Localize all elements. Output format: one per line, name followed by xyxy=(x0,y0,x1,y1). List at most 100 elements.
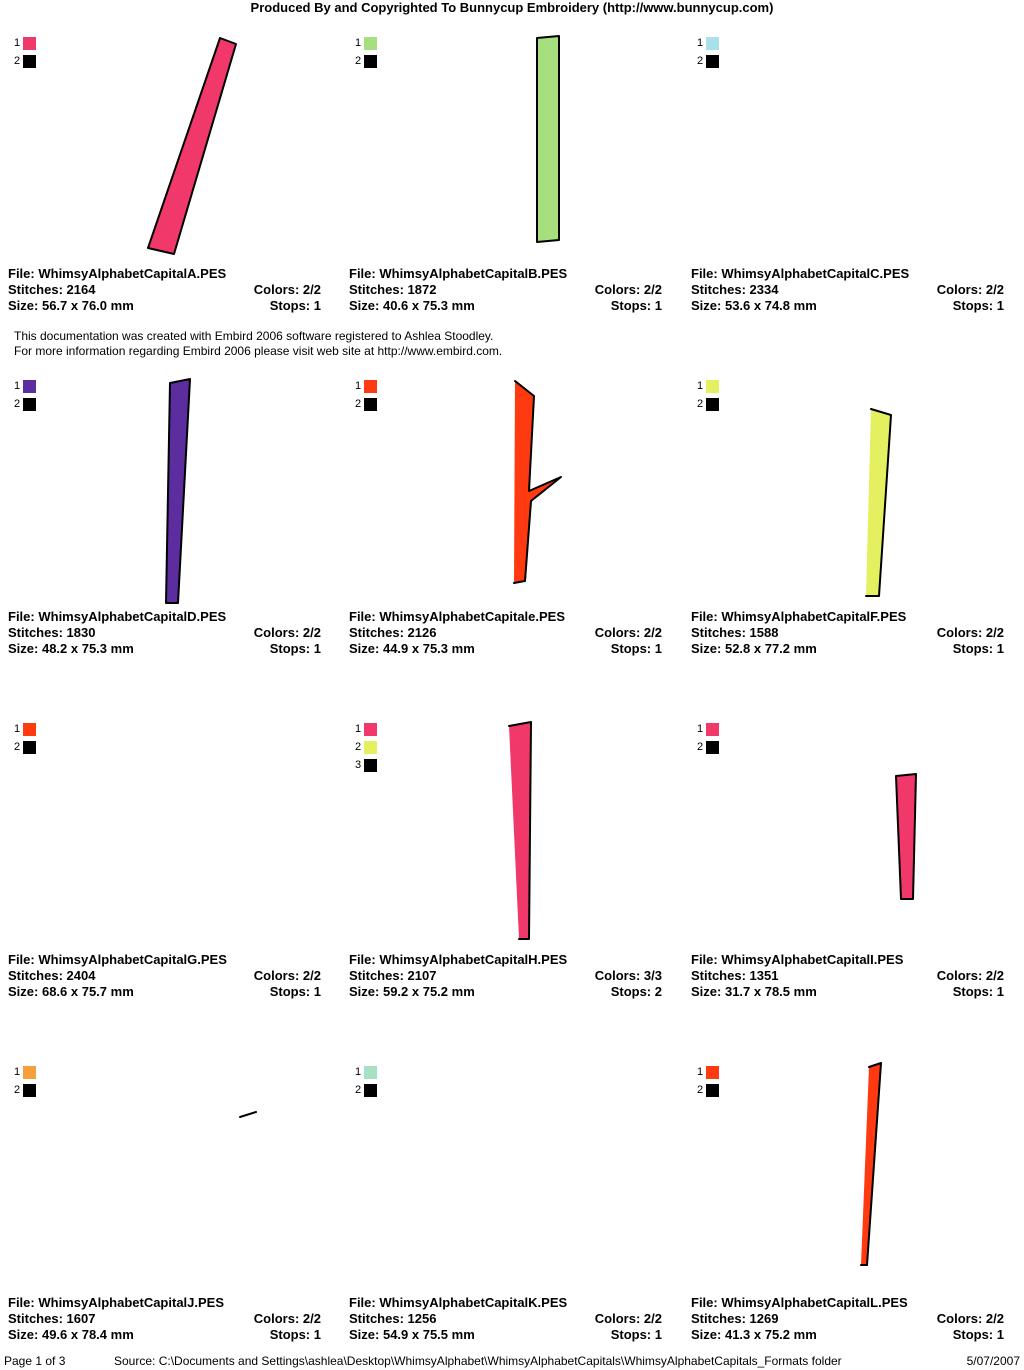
design-info: File: WhimsyAlphabetCapitalI.PES Stitche… xyxy=(691,952,1004,1000)
swatch-number: 2 xyxy=(697,398,704,410)
size-row: Size: 49.6 x 78.4 mm Stops: 1 xyxy=(8,1327,321,1343)
design-info: File: WhimsyAlphabetCapitalG.PES Stitche… xyxy=(8,952,321,1000)
stops-value: 1 xyxy=(313,1327,321,1342)
swatch-color-box xyxy=(23,1065,36,1079)
swatch-color-box xyxy=(23,397,36,411)
stitches-row: Stitches: 2164 Colors: 2/2 xyxy=(8,282,321,298)
stitch-count: Stitches: 2334 xyxy=(691,282,778,298)
stitches-row: Stitches: 2107 Colors: 3/3 xyxy=(349,968,662,984)
design-size: Size: 59.2 x 75.2 mm xyxy=(349,984,475,1000)
stitches-row: Stitches: 1588 Colors: 2/2 xyxy=(691,625,1004,641)
swatch-color-box xyxy=(364,758,377,772)
stitches-row: Stitches: 1351 Colors: 2/2 xyxy=(691,968,1004,984)
design-info: File: WhimsyAlphabetCapitalF.PES Stitche… xyxy=(691,609,1004,657)
file-name: File: WhimsyAlphabetCapitalK.PES xyxy=(349,1295,567,1311)
stops-label: Stops: xyxy=(952,984,994,999)
stops-value: 1 xyxy=(654,641,662,656)
file-row: File: WhimsyAlphabetCapitalK.PES xyxy=(349,1295,662,1311)
colors-value: 2/2 xyxy=(643,625,662,640)
stop-count: Stops: 1 xyxy=(611,1327,662,1343)
stitch-count: Stitches: 1830 xyxy=(8,625,95,641)
embroidery-letter-i xyxy=(895,773,917,900)
stops-value: 1 xyxy=(996,298,1004,313)
size-label: Size: xyxy=(8,984,39,999)
design-size: Size: 53.6 x 74.8 mm xyxy=(691,298,817,314)
colors-label: Colors: xyxy=(594,1311,641,1326)
stitches-value: 2334 xyxy=(749,282,779,297)
stitches-label: Stitches: xyxy=(691,1311,746,1326)
color-swatch: 1 xyxy=(14,377,36,395)
embroidery-letter-f xyxy=(865,408,892,597)
stops-label: Stops: xyxy=(610,298,652,313)
colors-label: Colors: xyxy=(253,968,300,983)
stops-label: Stops: xyxy=(269,984,311,999)
color-swatch: 1 xyxy=(355,1063,377,1081)
file-row: File: WhimsyAlphabetCapitalC.PES xyxy=(691,266,1004,282)
swatch-number: 2 xyxy=(697,55,704,67)
stitches-label: Stitches: xyxy=(349,282,404,297)
file-name: File: WhimsyAlphabetCapitalC.PES xyxy=(691,266,909,282)
swatch-color-box xyxy=(706,36,719,50)
size-label: Size: xyxy=(691,1327,722,1342)
design-size: Size: 40.6 x 75.3 mm xyxy=(349,298,475,314)
size-row: Size: 31.7 x 78.5 mm Stops: 1 xyxy=(691,984,1004,1000)
stitches-row: Stitches: 1269 Colors: 2/2 xyxy=(691,1311,1004,1327)
color-swatch: 1 xyxy=(355,377,377,395)
swatch-number: 1 xyxy=(14,1066,21,1078)
embroidery-letter-g xyxy=(8,714,328,954)
color-swatch: 1 xyxy=(355,720,377,738)
stitches-row: Stitches: 2404 Colors: 2/2 xyxy=(8,968,321,984)
stops-label: Stops: xyxy=(269,298,311,313)
size-value: 59.2 x 75.2 mm xyxy=(382,984,475,999)
embroidery-letter-h xyxy=(508,721,532,940)
file-label: File: xyxy=(349,609,376,624)
stops-value: 1 xyxy=(313,984,321,999)
colors-value: 2/2 xyxy=(985,1311,1004,1326)
notice-line-1: This documentation was created with Embi… xyxy=(14,329,494,343)
swatch-color-box xyxy=(23,36,36,50)
file-row: File: WhimsyAlphabetCapitalB.PES xyxy=(349,266,662,282)
stitches-value: 1269 xyxy=(749,1311,779,1326)
embroidery-letter-d xyxy=(165,378,191,604)
colors-label: Colors: xyxy=(594,968,641,983)
file-name: File: WhimsyAlphabetCapitalD.PES xyxy=(8,609,226,625)
stop-count: Stops: 1 xyxy=(953,298,1004,314)
swatch-number: 1 xyxy=(697,37,704,49)
stitches-value: 1872 xyxy=(407,282,437,297)
design-info: File: WhimsyAlphabetCapitalH.PES Stitche… xyxy=(349,952,662,1000)
color-swatch: 1 xyxy=(355,34,377,52)
colors-value: 2/2 xyxy=(302,282,321,297)
color-swatch: 1 xyxy=(697,34,719,52)
stops-label: Stops: xyxy=(610,641,652,656)
notice-line-2: For more information regarding Embird 20… xyxy=(14,344,503,358)
file-label: File: xyxy=(8,266,35,281)
file-label: File: xyxy=(691,609,718,624)
size-row: Size: 68.6 x 75.7 mm Stops: 1 xyxy=(8,984,321,1000)
file-row: File: WhimsyAlphabetCapitalI.PES xyxy=(691,952,1004,968)
file-name: File: WhimsyAlphabetCapitale.PES xyxy=(349,609,565,625)
embroidery-letter-l xyxy=(860,1062,882,1266)
size-value: 68.6 x 75.7 mm xyxy=(41,984,134,999)
stitch-count: Stitches: 1607 xyxy=(8,1311,95,1327)
color-count: Colors: 2/2 xyxy=(595,625,662,641)
design-size: Size: 48.2 x 75.3 mm xyxy=(8,641,134,657)
size-row: Size: 48.2 x 75.3 mm Stops: 1 xyxy=(8,641,321,657)
size-row: Size: 52.8 x 77.2 mm Stops: 1 xyxy=(691,641,1004,657)
swatch-number: 1 xyxy=(355,37,362,49)
swatch-color-box xyxy=(364,1065,377,1079)
stitch-count: Stitches: 1351 xyxy=(691,968,778,984)
size-value: 49.6 x 78.4 mm xyxy=(41,1327,134,1342)
color-swatch: 2 xyxy=(355,738,377,756)
color-swatch: 2 xyxy=(355,1081,377,1099)
page-number: Page 1 of 3 xyxy=(4,1354,66,1368)
swatch-number: 2 xyxy=(697,741,704,753)
print-date: 5/07/2007 xyxy=(966,1354,1020,1368)
size-value: 53.6 x 74.8 mm xyxy=(724,298,817,313)
size-label: Size: xyxy=(349,984,380,999)
colors-label: Colors: xyxy=(253,1311,300,1326)
